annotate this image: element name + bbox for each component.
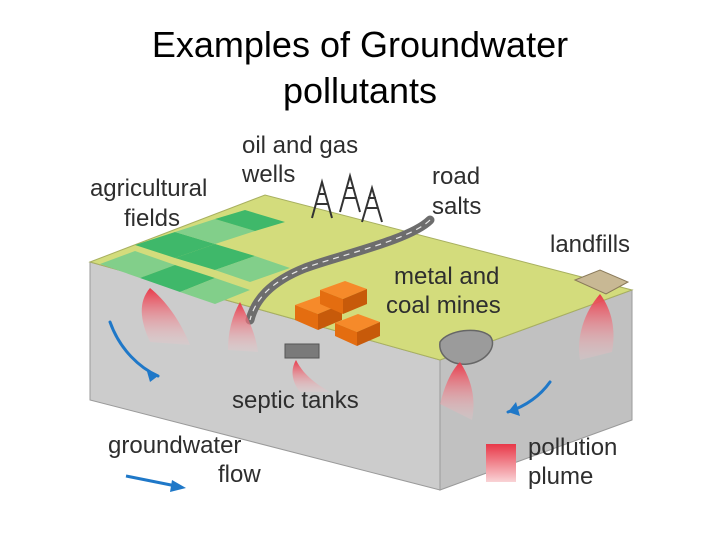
label-metal-coal-mines: metal and coal mines: [386, 263, 506, 319]
label-pollution-plume: pollution plume: [528, 434, 624, 490]
label-landfills: landfills: [550, 231, 630, 258]
flow-arrows: [108, 320, 552, 416]
label-road-salts: road salts: [432, 163, 487, 220]
legend-flow-arrow: [125, 474, 186, 492]
pollution-plumes: [141, 288, 614, 420]
mine-pit: [439, 329, 494, 365]
label-agricultural-fields: agricultural fields: [90, 175, 214, 232]
landfill: [573, 269, 630, 295]
label-groundwater-flow: groundwater flow: [108, 432, 261, 488]
title-line-1: Examples of Groundwater: [151, 24, 569, 65]
legend-plume-swatch: [486, 444, 516, 482]
label-septic-tanks: septic tanks: [232, 387, 359, 414]
label-oil-gas-wells: oil and gas wells: [241, 132, 365, 188]
houses: [295, 281, 380, 346]
title-line-2: pollutants: [282, 70, 438, 111]
agricultural-fields: [100, 210, 290, 304]
page-title: Examples of Groundwater pollutants: [0, 22, 720, 114]
septic-tank: [284, 343, 320, 359]
oil-gas-wells: [311, 172, 383, 223]
